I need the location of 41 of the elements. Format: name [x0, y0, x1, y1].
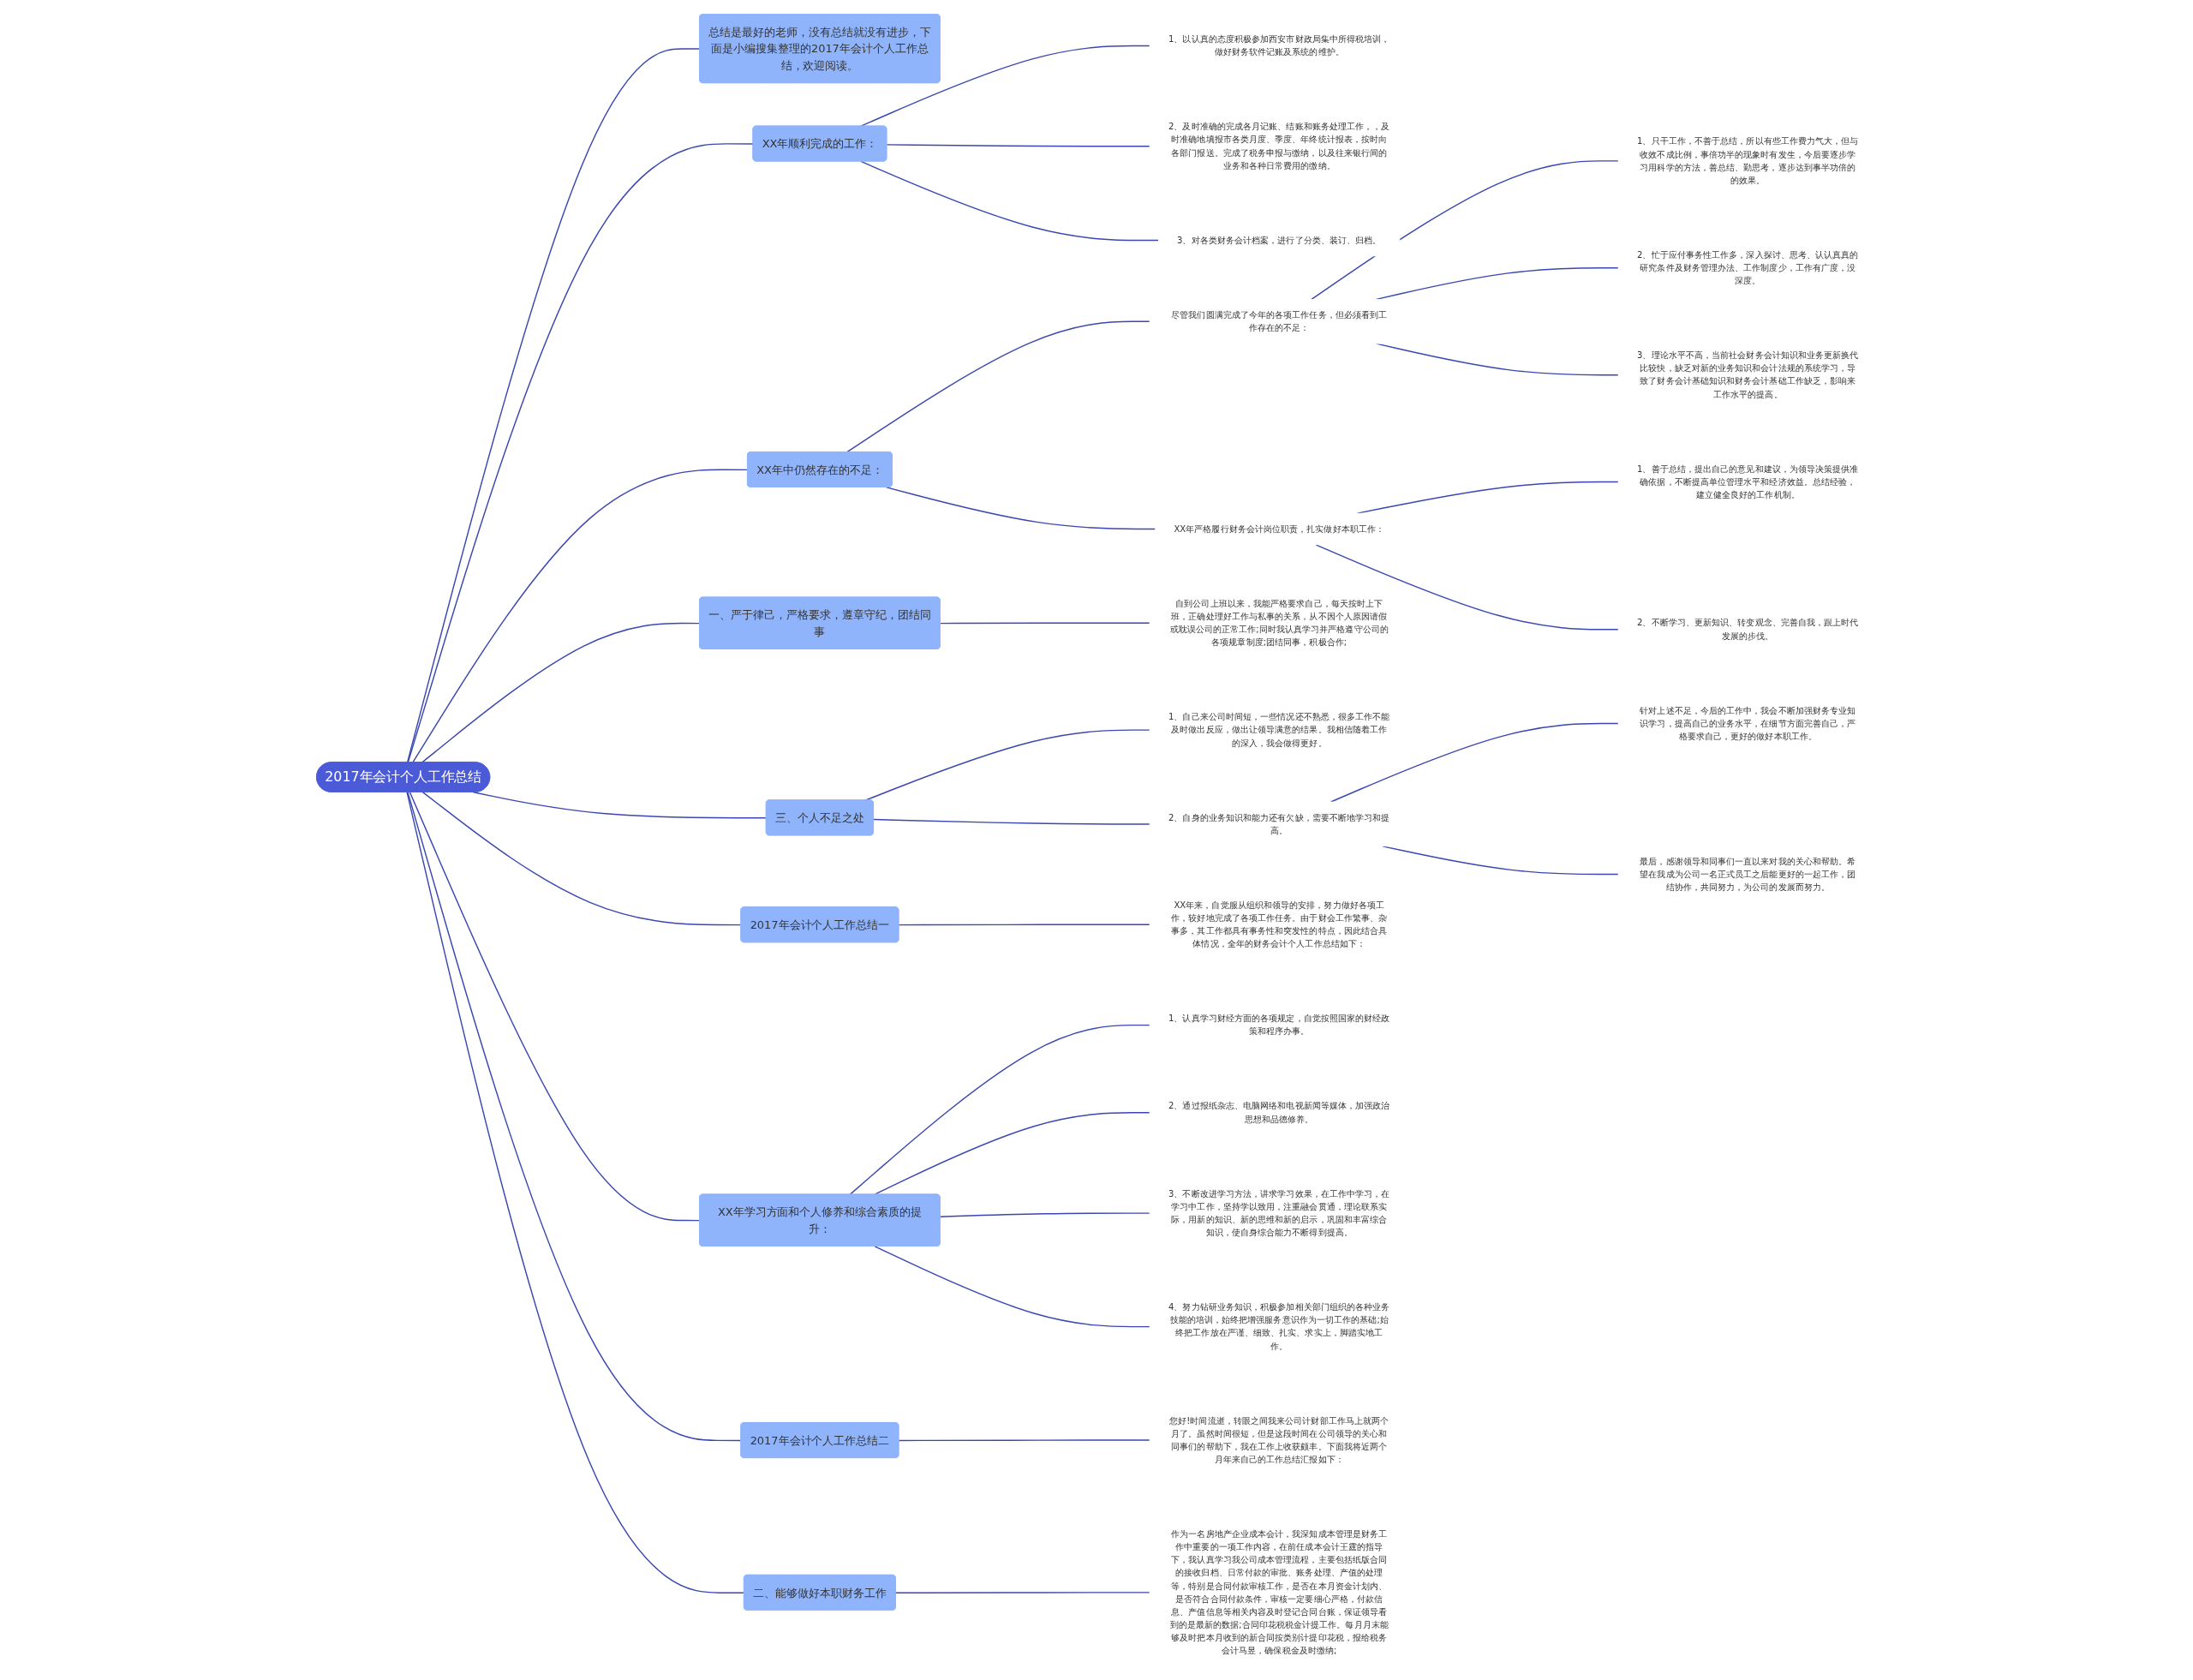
connector [406, 47, 701, 763]
node-text: 2、通过报纸杂志、电脑网络和电视新闻等媒体，加强政治思想和品德修养。 [1168, 1100, 1389, 1124]
connector [421, 791, 742, 925]
connector [898, 924, 1150, 925]
node-text: 最后，感谢领导和同事们一直以来对我的关心和帮助。希望在我成为公司一名正式员工之后能更好的一起工作，团结协作，共同努力，为公司的发展而努力。 [1639, 855, 1855, 892]
node-text: XX年来，自觉服从组织和领导的安排，努力做好各项工作，较好地完成了各项工作任务。由于财会工作繁事、杂事多，其工作都具有事务性和突发性的特点，因此结合具体情况，全年的财务会计个人工作总结如下： [1170, 899, 1387, 948]
node-text: 3、理论水平不高，当前社会财务会计知识和业务更新换代比较快，缺乏对新的业务知识和会计法规的系统学习，导致了财务会计基础知识和财务会计基础工作缺乏，影响来工作水平的提高。 [1636, 350, 1858, 399]
connector [472, 791, 767, 818]
node-text: 2、不断学习、更新知识、转变观念、完善自我，跟上时代发展的步伐。 [1636, 617, 1858, 641]
connector [409, 791, 701, 1221]
connector [405, 791, 744, 1593]
connector [872, 818, 1150, 825]
node-text: 2、及时准确的完成各月记账、结账和账务处理工作，，及时准确地填报市各类月度、季度、年终统计报表，按时向各部门报送。完成了税务申报与缴纳，以及往来银行间的业务和各种日常费用的缴纳。 [1168, 121, 1389, 170]
node-text: 针对上述不足，今后的工作中，我会不断加强财务专业知识学习，提高自己的业务水平，在细节方面完善自己，严格要求自己，更好的做好本职工作。 [1639, 704, 1855, 741]
connector [939, 622, 1150, 624]
node-text: 您好!时间流逝，转眼之间我来公司计财部工作马上就两个月了。虽然时间很短，但是这段时间在公司领导的关心和同事们的帮助下，我在工作上收获颇丰。下面我将近两个月年来自己的工作总结汇报如下： [1168, 1414, 1389, 1464]
node-text: 自到公司上班以来，我能严格要求自己，每天按时上下班，正确处理好工作与私事的关系，从不因个人原因请假或耽误公司的正常工作;同时我认真学习并严格遵守公司的各项规章制度;团结同事，积极合作; [1169, 597, 1389, 647]
connector [873, 1245, 1150, 1327]
node-text: 1、认真学习财经方面的各项规定，自觉按照国家的财经政策和程序办事。 [1168, 1013, 1389, 1037]
connector [421, 622, 701, 763]
connector [406, 791, 742, 1441]
connector [939, 1211, 1150, 1217]
connector [1314, 543, 1619, 631]
node-text: 作为一名房地产企业成本会计，我深知成本管理是财务工作中重要的一项工作内容，在前任成本会计王霆的指导下，我认真学习我公司成本管理流程，主要包括纸版合同的接收归档、日常付款的审批、账务处理、产值的处理等，特别是合同付款审核工作，是否在本月资金计划内、是否符合合同付款条件，审核一定要细心严格，付款信息、产值信息等相关内容及时登记合同台账，保证领导看到的是最新的数据;合同印花税税金计提工作。每月月末能够及时把本月收到的新合同按类别计提印花税，报给税务会计马昱，确保税金及时缴纳; [1169, 1528, 1389, 1655]
connector [894, 1591, 1150, 1593]
node-text: 1、只干工作，不善于总结，所以有些工作费力气大，但与收效不成比例，事倍功半的现象时有发生，今后要逐步学习用科学的方法，善总结、勤思考，逐步达到事半功倍的的效果。 [1636, 135, 1858, 185]
node-text: 2、自身的业务知识和能力还有欠缺，需要不断地学习和提高。 [1168, 811, 1389, 835]
node-text: 1、以认真的态度积极参加西安市财政局集中所得税培训，做好财务软件记账及系统的维护。 [1168, 33, 1389, 57]
connector [859, 160, 1159, 241]
connector [885, 486, 1156, 529]
node-text: 1、自己来公司时间短，一些情况还不熟悉，很多工作不能及时做出反应，做出让领导满意的结果。我相信随着工作的深入，我会做得更好。 [1168, 711, 1389, 748]
node-text: 尽管我们圆满完成了今年的各项工作任务，但必须看到工作存在的不足： [1170, 309, 1387, 332]
node-text: 3、不断改进学习方法，讲求学习效果，在工作中学习，在学习中工作，坚持学以致用，注重融会贯通，理论联系实际，用新的知识、新的思维和新的启示，巩固和丰富综合知识，使自身综合能力不断得到提高。 [1168, 1187, 1389, 1237]
node-text: 2、忙于应付事务性工作多，深入探讨、思考、认认真真的研究条件及财务管理办法、工作制度少，工作有广度，没深度。 [1636, 249, 1858, 285]
connector [407, 142, 754, 763]
node-text: XX年严格履行财务会计岗位职责，扎实做好本职工作： [1173, 523, 1384, 534]
connector [898, 1438, 1150, 1441]
node-text: 4、努力钻研业务知识，积极参加相关部门组织的各种业务技能的培训，始终把增强服务意识作为一切工作的基础;始终把工作放在严谨、细致、扎实、求实上，脚踏实地工作。 [1168, 1301, 1389, 1351]
node-text: 1、善于总结，提出自己的意见和建议，为领导决策提供准确依据，不断提高单位管理水平和经济效益。总结经验，建立健全良好的工作机制。 [1636, 463, 1858, 499]
connector [886, 143, 1150, 147]
connector [848, 1024, 1150, 1195]
